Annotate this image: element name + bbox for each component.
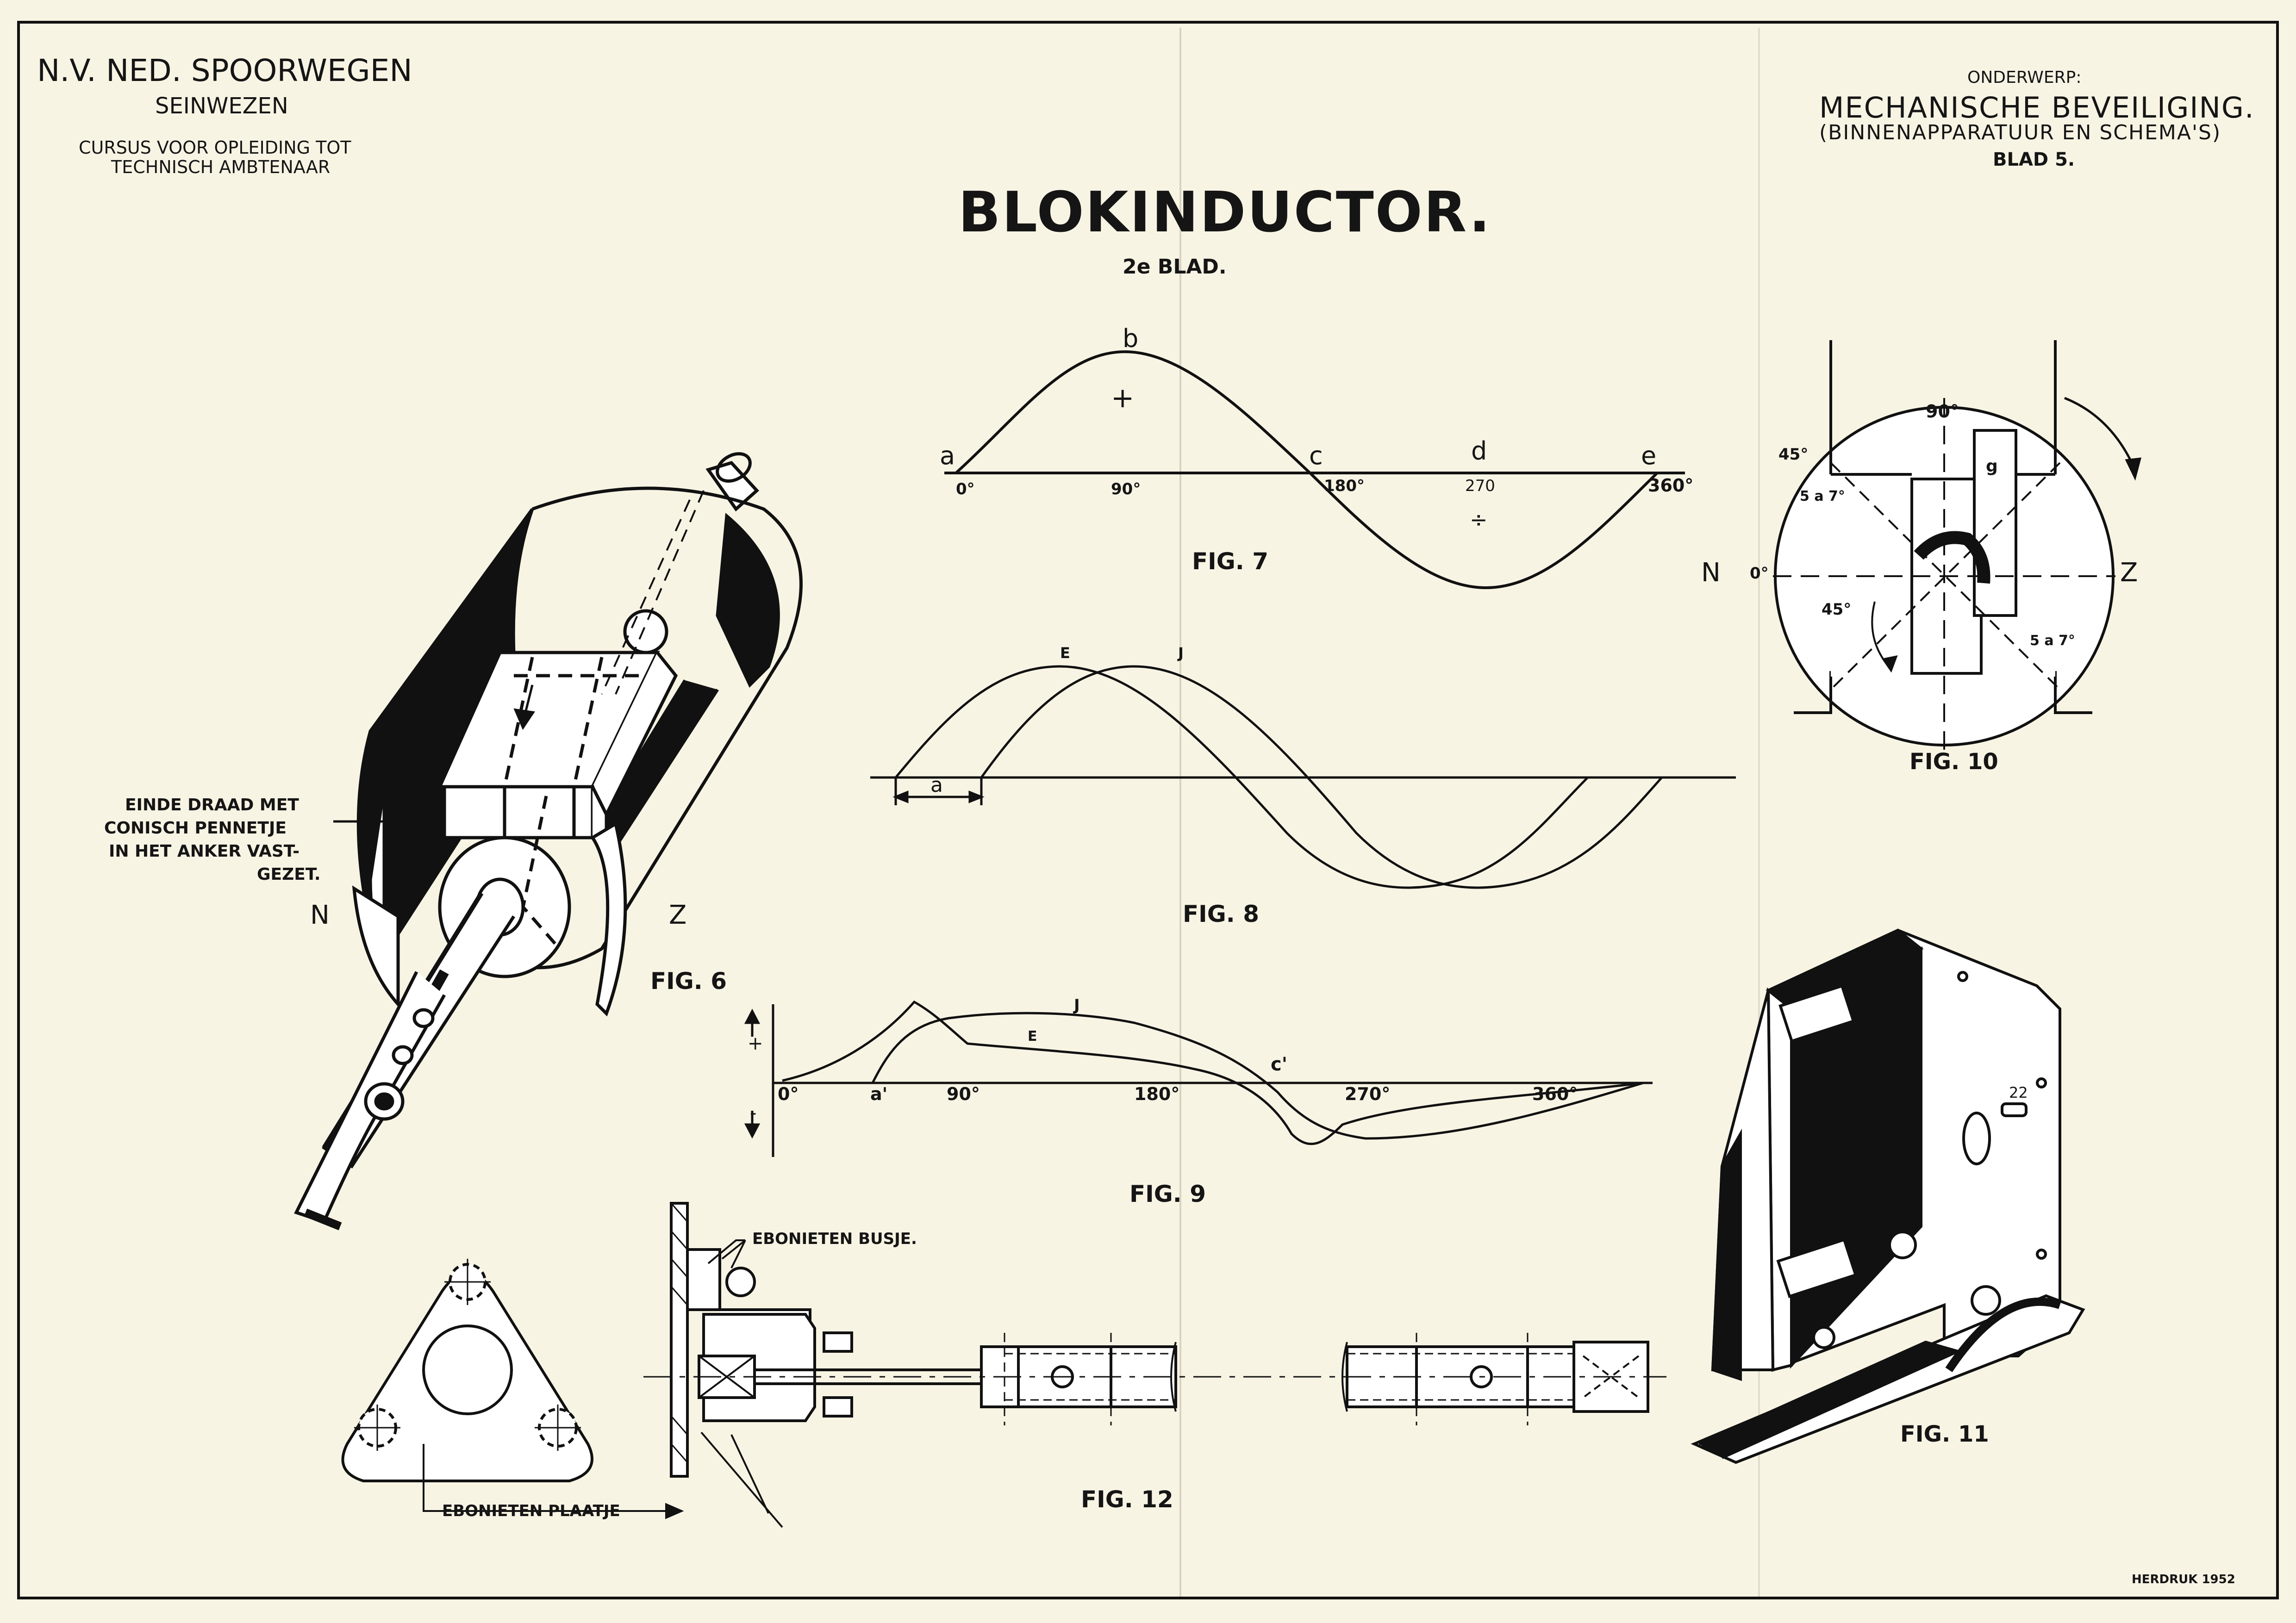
fig10-pole-z: Z	[2120, 558, 2138, 588]
fig10-drawing	[1773, 340, 2142, 750]
course-line-1: CURSUS VOOR OPLEIDING TOT	[79, 137, 351, 158]
reprint-note: HERDRUK 1952	[2132, 1573, 2235, 1586]
fig6-note-line-2: CONISCH PENNETJE	[104, 819, 287, 838]
fig8-label: FIG. 8	[1183, 901, 1259, 927]
fig10-label-g: g	[1986, 457, 1998, 476]
fig7-angle-180: 180°	[1324, 477, 1365, 495]
page-title: BLOKINDUCTOR.	[958, 180, 1491, 245]
subject-label: ONDERWERP:	[1967, 68, 2082, 87]
fig7-angle-360: 360°	[1648, 475, 1694, 496]
fig11-label: FIG. 11	[1900, 1421, 1989, 1447]
fig7-point-b: b	[1123, 324, 1139, 353]
fig9-angle-360: 360°	[1532, 1084, 1578, 1104]
fig10-angle-90: 90°	[1926, 401, 1959, 422]
department-name: SEINWEZEN	[155, 93, 288, 119]
fig9-angle-90: 90°	[947, 1084, 980, 1104]
sheet-number: BLAD 5.	[1993, 149, 2075, 170]
triangle-plate-drawing	[341, 1259, 684, 1519]
fig6-pole-n: N	[310, 900, 330, 930]
fig12-callout-bush: EBONIETEN BUSJE.	[752, 1230, 917, 1248]
fig9-angle-0: 0°	[778, 1084, 799, 1104]
fig10-label: FIG. 10	[1909, 749, 1998, 775]
fig8-drawing	[870, 665, 1736, 889]
fig12-drawing	[643, 1202, 1666, 1528]
fig6-drawing	[294, 452, 803, 1231]
fig6-pole-z: Z	[669, 900, 687, 930]
fig7-angle-90: 90°	[1111, 480, 1141, 498]
fig9-curve-e: E	[1028, 1028, 1037, 1045]
fig7-angle-0: 0°	[956, 480, 975, 498]
fig11-drawing	[1691, 928, 2085, 1464]
fig10-angle-45-top: 45°	[1778, 445, 1809, 464]
fig10-range-bottom: 5 a 7°	[2030, 633, 2075, 649]
fig7-label: FIG. 7	[1192, 548, 1268, 575]
fig10-angle-0: 0°	[1750, 564, 1769, 583]
fig8-curve-j: J	[1178, 644, 1184, 662]
fig7-minus-sign: ÷	[1470, 507, 1488, 532]
fig9-label: FIG. 9	[1129, 1181, 1206, 1207]
fig10-range-top: 5 a 7°	[1800, 488, 1845, 504]
company-name: N.V. NED. SPOORWEGEN	[37, 53, 412, 88]
fig9-angle-180: 180°	[1134, 1084, 1180, 1104]
fig8-curve-e: E	[1060, 644, 1070, 662]
course-line-2: TECHNISCH AMBTENAAR	[111, 157, 331, 177]
sheet-border	[17, 21, 2279, 1599]
fig9-point-c: c'	[1271, 1054, 1287, 1075]
fig12-callout-plate: EBONIETEN PLAATJE	[442, 1502, 620, 1520]
fig12-label: FIG. 12	[1081, 1486, 1173, 1513]
fig9-point-a: a'	[870, 1084, 888, 1104]
fig9-curve-j: J	[1074, 996, 1080, 1014]
fig7-drawing	[944, 350, 1685, 590]
fig9-axis-minus: -	[750, 1102, 757, 1124]
fig7-point-d: d	[1471, 436, 1487, 466]
fig9-drawing	[744, 1000, 1653, 1157]
fig10-pole-n: N	[1701, 558, 1721, 588]
fig7-point-c: c	[1309, 441, 1323, 470]
fig9-axis-plus: +	[748, 1033, 763, 1054]
subject-title: MECHANISCHE BEVEILIGING.	[1819, 91, 2255, 124]
fig10-angle-45-mid: 45°	[1822, 600, 1852, 619]
fig7-plus-sign: +	[1111, 382, 1135, 414]
fig8-offset-a: a	[930, 773, 943, 797]
fig6-label: FIG. 6	[650, 968, 727, 995]
fig7-point-a: a	[940, 441, 955, 470]
fig9-angle-270: 270°	[1345, 1084, 1391, 1104]
fig6-note-line-1: EINDE DRAAD MET	[125, 796, 299, 815]
page-subtitle: 2e BLAD.	[1123, 255, 1227, 279]
fig7-point-e: e	[1641, 441, 1657, 470]
fig6-note-line-4: GEZET.	[257, 865, 321, 884]
fig6-note-line-3: IN HET ANKER VAST-	[109, 842, 300, 861]
subject-subtitle: (BINNENAPPARATUUR EN SCHEMA'S)	[1819, 121, 2221, 144]
fig11-tag: 22	[2009, 1084, 2028, 1101]
fig7-angle-270: 270	[1465, 477, 1495, 495]
